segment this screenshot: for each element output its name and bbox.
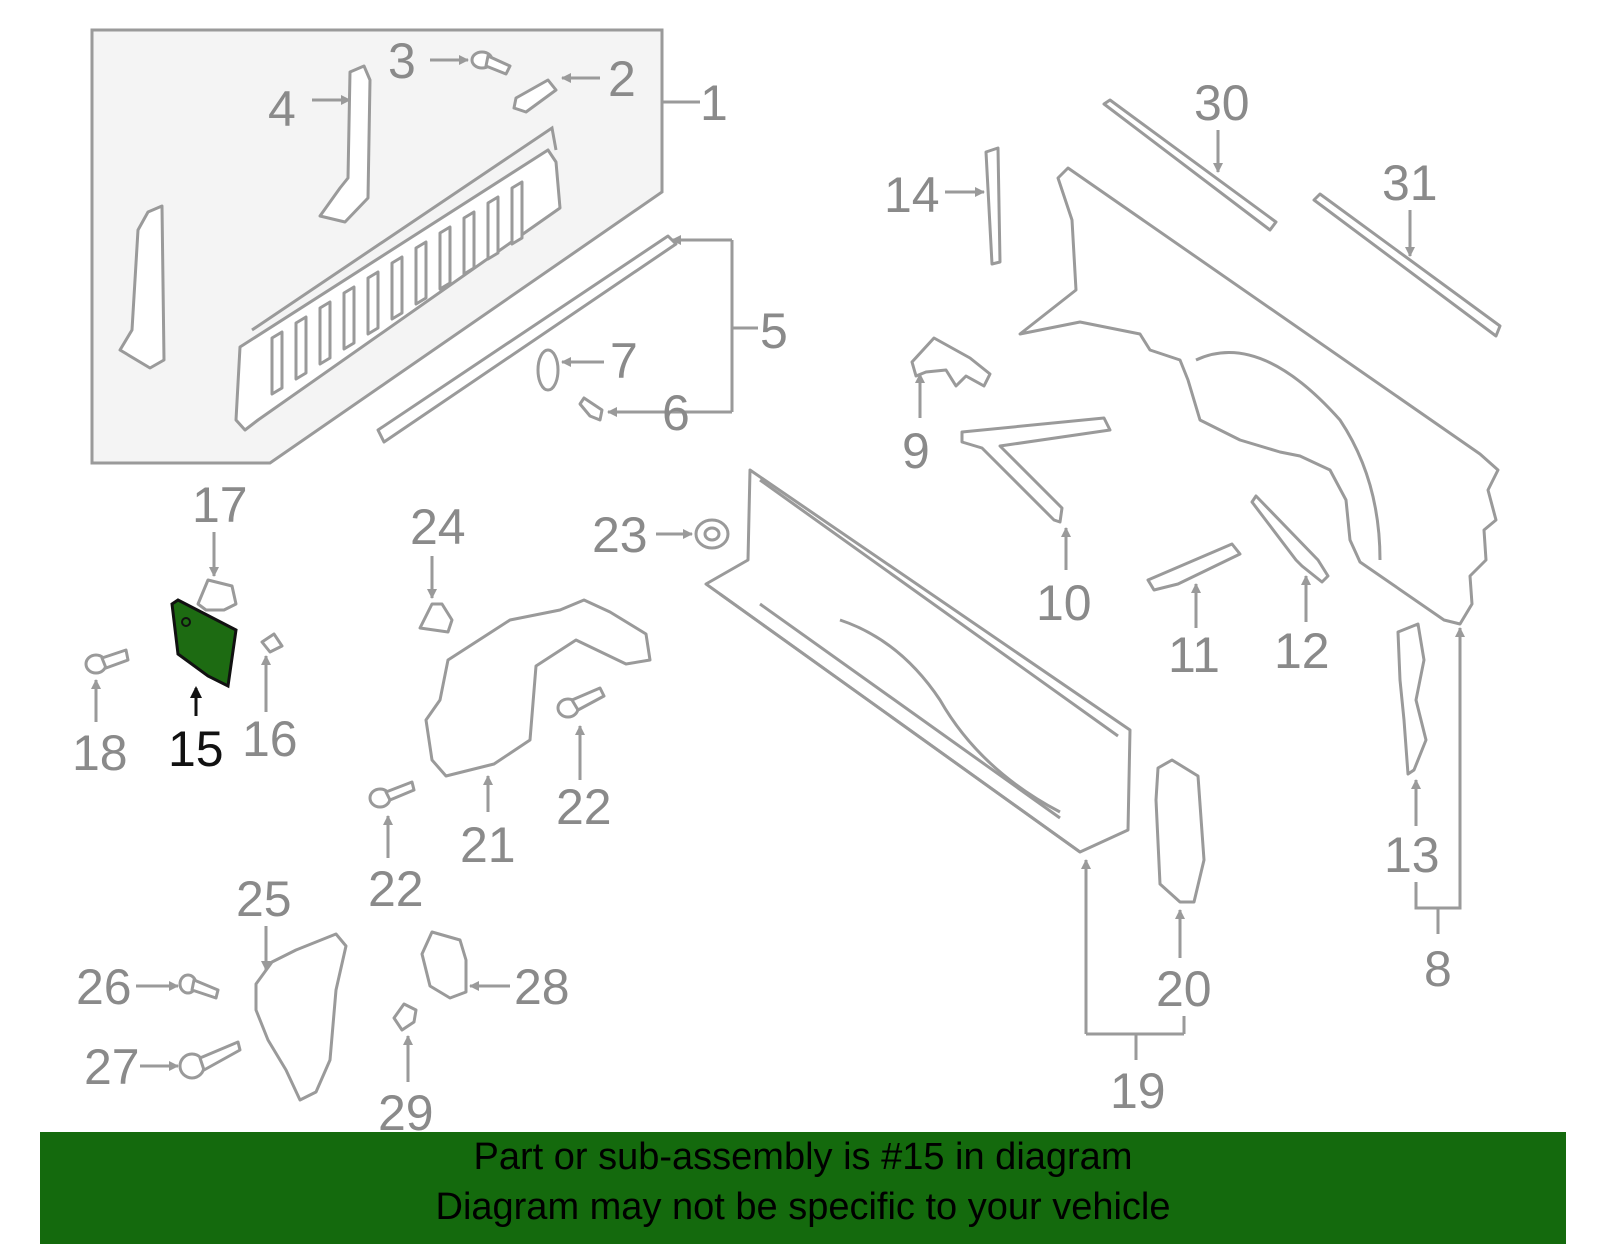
- callout-26: 26: [76, 959, 132, 1015]
- banner-line-1: Part or sub-assembly is #15 in diagram: [473, 1136, 1133, 1178]
- bolt-part-22-upper: [556, 686, 606, 719]
- panel-slot: [510, 180, 524, 246]
- bracket-part-13: [1396, 622, 1428, 776]
- brace-part-10: [960, 416, 1112, 524]
- callout-21: 21: [460, 817, 516, 873]
- bolt-part-26: [178, 973, 220, 1000]
- bracket-part-9: [910, 336, 992, 388]
- callout-10: 10: [1036, 575, 1092, 631]
- callout-8: 8: [1424, 941, 1452, 997]
- panel-slot: [462, 210, 476, 276]
- bracket-part-15: [170, 598, 238, 689]
- panel-slot: [486, 195, 500, 261]
- strip-part-30: [1102, 98, 1278, 232]
- callout-3: 3: [388, 33, 416, 89]
- panel-slot: [294, 315, 308, 381]
- plug-part-7: [536, 348, 560, 392]
- panel-slot: [414, 240, 428, 306]
- bracket-part-25: [254, 932, 348, 1102]
- clip-part-29: [392, 1002, 418, 1032]
- bolt-part-22-lower: [368, 780, 416, 809]
- callout-20: 20: [1156, 961, 1212, 1017]
- callout-25: 25: [236, 871, 292, 927]
- info-banner: Part or sub-assembly is #15 in diagram D…: [40, 1132, 1566, 1244]
- callout-12: 12: [1274, 623, 1330, 679]
- callout-16: 16: [242, 711, 298, 767]
- panel-slot: [318, 300, 332, 366]
- bracket-part-12: [1250, 494, 1330, 584]
- bracket-part-4: [318, 64, 372, 224]
- bolt-part-6: [578, 396, 604, 422]
- bracket-part-11: [1146, 542, 1242, 592]
- panel-slot: [366, 270, 380, 336]
- clip-part-2: [512, 78, 558, 114]
- clip-part-17: [196, 578, 238, 612]
- callout-30: 30: [1194, 75, 1250, 131]
- callout-6: 6: [662, 385, 690, 441]
- panel-slot: [438, 225, 452, 291]
- clip-part-24: [418, 602, 454, 634]
- callout-15: 15: [168, 721, 224, 777]
- callout-22-right: 22: [556, 779, 612, 835]
- callout-28: 28: [514, 959, 570, 1015]
- bolt-part-3: [470, 50, 512, 76]
- callout-9: 9: [902, 423, 930, 479]
- callout-29: 29: [378, 1085, 434, 1141]
- strip-part-31: [1312, 192, 1502, 338]
- callout-17: 17: [192, 477, 248, 533]
- bracket-part-21: [424, 598, 652, 778]
- left-bracket: [118, 204, 166, 370]
- grommet-part-23: [694, 518, 730, 550]
- callout-labels: 1 2 3 4 5 6 7 8 9 10 11 12 13 14 15 16 1…: [72, 33, 1452, 1141]
- panel-slot: [342, 285, 356, 351]
- callout-23: 23: [592, 507, 648, 563]
- front-panel-part-1: [234, 125, 562, 432]
- side-panel-part-8: [1018, 166, 1500, 626]
- callout-7: 7: [610, 333, 638, 389]
- bracket-part-28: [420, 930, 468, 1000]
- callout-2: 2: [608, 51, 636, 107]
- bracket-part-20: [1154, 758, 1206, 904]
- panel-slot: [390, 255, 404, 321]
- leader-lines: [91, 55, 1465, 1082]
- plug-part-16: [260, 632, 284, 654]
- strip-part-14: [984, 146, 1002, 266]
- callout-22-left: 22: [368, 861, 424, 917]
- callout-18: 18: [72, 725, 128, 781]
- banner-line-2: Diagram may not be specific to your vehi…: [435, 1186, 1171, 1228]
- callout-14: 14: [884, 167, 940, 223]
- floor-panel-part-19: [704, 468, 1132, 854]
- callout-31: 31: [1382, 155, 1438, 211]
- pin-part-27: [178, 1040, 242, 1080]
- callout-24: 24: [410, 499, 466, 555]
- callout-5: 5: [760, 303, 788, 359]
- panel-slot: [270, 330, 284, 396]
- callout-27: 27: [84, 1039, 140, 1095]
- callout-19: 19: [1110, 1063, 1166, 1119]
- callout-11: 11: [1168, 627, 1220, 683]
- callout-13: 13: [1384, 827, 1440, 883]
- bolt-part-18: [84, 648, 130, 675]
- callout-4: 4: [268, 81, 296, 137]
- callout-1: 1: [700, 75, 728, 131]
